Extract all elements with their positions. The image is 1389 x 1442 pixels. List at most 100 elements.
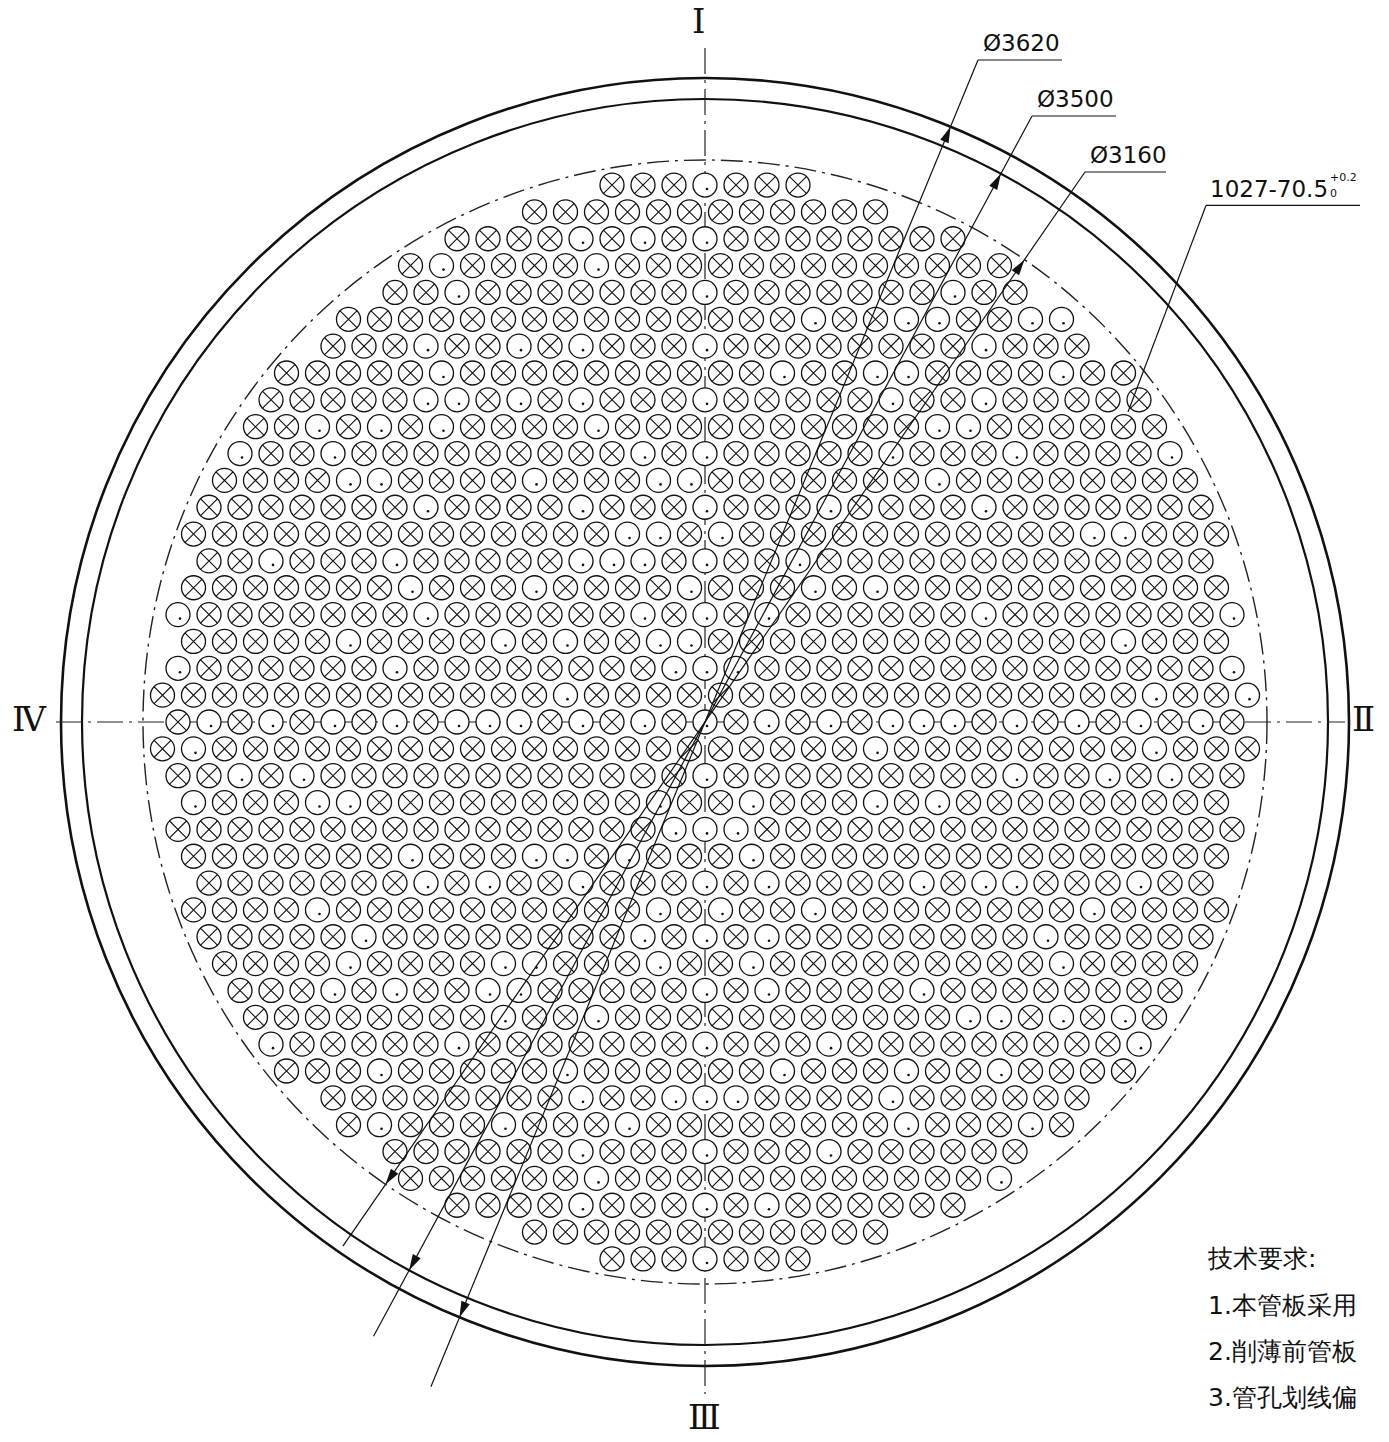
- tube-hole: [600, 280, 624, 304]
- tube-hole: [631, 978, 655, 1002]
- tube-hole: [414, 388, 438, 412]
- tube-hole: [414, 817, 438, 841]
- tube-hole: [492, 307, 516, 331]
- tube-hole: [1112, 1059, 1136, 1083]
- tube-hole: [476, 227, 500, 251]
- tube-hole: [786, 280, 810, 304]
- tube-hole: [972, 1140, 996, 1164]
- tolerance-upper: +0.2: [1330, 172, 1357, 185]
- tube-hole: [368, 1059, 392, 1083]
- tube-hole: [492, 629, 516, 653]
- tube-hole: [1050, 307, 1074, 331]
- tube-hole: [182, 683, 206, 707]
- tube-hole: [1220, 817, 1244, 841]
- tube-hole: [1003, 871, 1027, 895]
- tube-hole: [430, 254, 454, 278]
- arrowhead: [989, 174, 1001, 190]
- tube-hole: [693, 871, 717, 895]
- tube-hole: [771, 361, 795, 385]
- tube-hole: [1143, 576, 1167, 600]
- tube-hole: [693, 442, 717, 466]
- tube-hole: [430, 468, 454, 492]
- tube-hole: [926, 415, 950, 439]
- tube-hole: [693, 334, 717, 358]
- tube-hole: [895, 952, 919, 976]
- tube-hole: [740, 415, 764, 439]
- tube-hole: [941, 495, 965, 519]
- tube-hole: [817, 1032, 841, 1056]
- tube-hole: [306, 468, 330, 492]
- tube-hole: [848, 227, 872, 251]
- tube-hole: [275, 361, 299, 385]
- tube-hole: [755, 1032, 779, 1056]
- tube-hole: [771, 254, 795, 278]
- tube-hole: [538, 442, 562, 466]
- tube-hole: [1034, 817, 1058, 841]
- tube-hole: [647, 1113, 671, 1137]
- tube-hole: [1081, 683, 1105, 707]
- tube-hole: [337, 844, 361, 868]
- tube-hole: [1127, 603, 1151, 627]
- tube-hole: [833, 522, 857, 546]
- tube-hole: [1050, 844, 1074, 868]
- tube-hole: [476, 925, 500, 949]
- tube-hole: [910, 871, 934, 895]
- tube-hole: [771, 629, 795, 653]
- tube-hole: [910, 1032, 934, 1056]
- tube-hole: [879, 1086, 903, 1110]
- tube-hole: [631, 764, 655, 788]
- tube-hole: [585, 307, 609, 331]
- tube-hole: [724, 173, 748, 197]
- arrowhead: [1012, 260, 1025, 276]
- tube-hole: [678, 1059, 702, 1083]
- tube-hole: [833, 629, 857, 653]
- tube-hole: [802, 307, 826, 331]
- tube-hole: [848, 656, 872, 680]
- tube-hole: [228, 603, 252, 627]
- tube-hole: [926, 791, 950, 815]
- tube-hole: [461, 683, 485, 707]
- tube-hole: [1096, 388, 1120, 412]
- tube-hole: [399, 1005, 423, 1029]
- tube-hole: [972, 1032, 996, 1056]
- tube-hole: [430, 952, 454, 976]
- tube-hole: [585, 254, 609, 278]
- tube-hole: [895, 898, 919, 922]
- label-underline: [1032, 115, 1116, 116]
- tube-hole: [1205, 791, 1229, 815]
- tube-hole: [1050, 898, 1074, 922]
- tube-hole: [445, 764, 469, 788]
- tube-hole: [554, 1005, 578, 1029]
- tube-hole: [1112, 952, 1136, 976]
- tube-hole: [755, 173, 779, 197]
- tube-hole: [895, 576, 919, 600]
- tube-hole: [926, 1113, 950, 1137]
- tube-hole: [1220, 710, 1244, 734]
- tube-hole: [910, 603, 934, 627]
- tube-hole: [275, 1005, 299, 1029]
- tube-hole: [569, 871, 593, 895]
- tube-hole: [647, 791, 671, 815]
- tube-hole: [476, 1086, 500, 1110]
- tube-hole: [817, 227, 841, 251]
- tube-hole: [554, 1220, 578, 1244]
- tube-hole: [1205, 576, 1229, 600]
- tube-hole: [1127, 388, 1151, 412]
- tube-hole: [228, 656, 252, 680]
- tube-hole: [1003, 710, 1027, 734]
- tube-hole: [724, 388, 748, 412]
- tube-hole: [337, 361, 361, 385]
- tube-hole: [926, 522, 950, 546]
- tube-hole: [538, 817, 562, 841]
- tube-hole: [182, 791, 206, 815]
- tube-hole: [879, 495, 903, 519]
- tube-hole: [616, 254, 640, 278]
- tube-hole: [430, 898, 454, 922]
- tube-hole: [631, 656, 655, 680]
- tube-hole: [1003, 388, 1027, 412]
- tube-hole: [1065, 710, 1089, 734]
- tube-hole: [895, 1113, 919, 1137]
- tube-hole: [895, 683, 919, 707]
- tube-hole: [476, 1193, 500, 1217]
- tube-hole: [864, 952, 888, 976]
